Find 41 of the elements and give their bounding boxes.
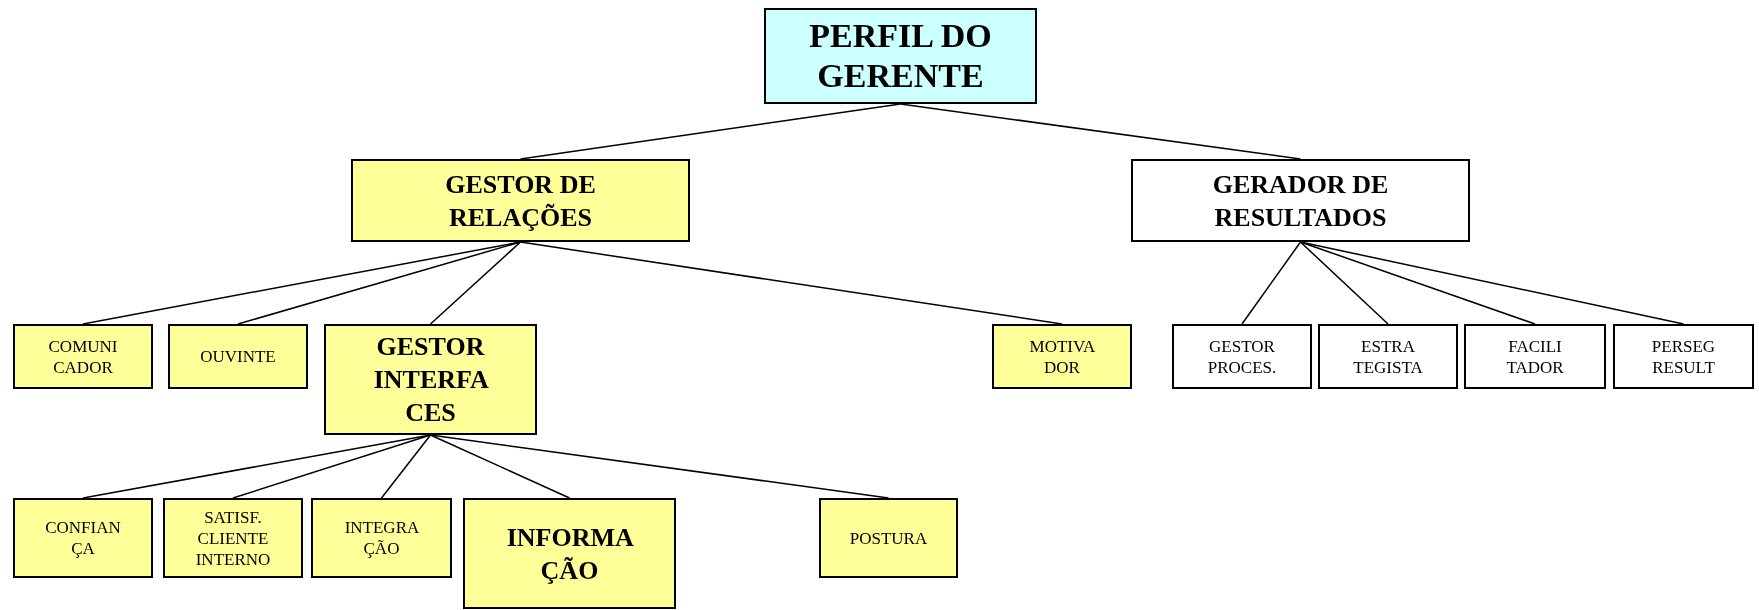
node-label: PERSEG RESULT [1651,335,1716,378]
node-box [764,8,1037,104]
node-label: COMUNI CADOR [48,335,118,378]
node-label: SATISF. CLIENTE INTERNO [195,506,271,570]
node-box [13,324,153,389]
connector-line [899,103,1302,160]
node-label: OUVINTE [200,346,276,367]
node-label: GESTOR INTERFA CES [373,331,488,429]
node-box [1131,159,1470,242]
node-box [1613,324,1754,389]
connector-line [429,241,522,325]
node-label: GERADOR DE RESULTADOS [1211,168,1390,234]
node-label: PERFIL DO GERENTE [808,16,993,96]
node-label: CONFIAN ÇA [45,517,121,559]
node-box [311,498,452,578]
node-label: INFORMA ÇÃO [506,521,633,587]
node-box [1464,324,1606,389]
node-label: POSTURA [849,527,928,549]
node-box [1318,324,1458,389]
node-label: GESTOR PROCES. [1207,335,1277,378]
node-label: FACILI TADOR [1506,335,1564,378]
connector-line [519,103,902,160]
node-box [324,324,537,435]
connector-line [232,434,432,499]
connector-line [519,241,1063,325]
connector-line [1241,241,1302,325]
connector-line [1299,241,1389,325]
node-box [168,324,308,389]
node-box [351,159,690,242]
node-box [1172,324,1312,389]
node-box [463,498,676,609]
connector-line [429,434,571,499]
node-box [992,324,1132,389]
node-label: MOTIVA DOR [1029,335,1095,378]
node-box [819,498,958,578]
node-label: GESTOR DE RELAÇÕES [444,168,597,234]
node-label: INTEGRA ÇÃO [344,517,419,559]
node-box [163,498,303,578]
node-box [13,498,153,578]
node-label: ESTRA TEGISTA [1353,335,1423,378]
connector-line [380,434,432,499]
